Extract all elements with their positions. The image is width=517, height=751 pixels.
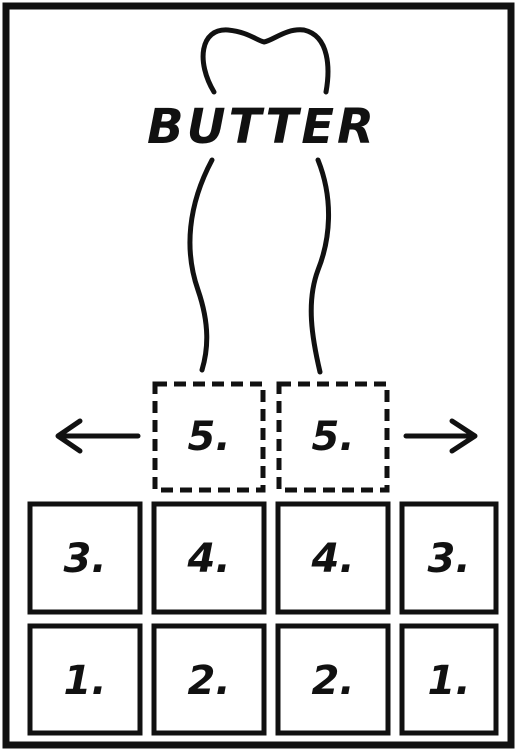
middle-label-2: 4. xyxy=(186,536,230,582)
bottom-label-1: 1. xyxy=(63,658,106,704)
bottom-label-2: 2. xyxy=(187,658,230,704)
bottom-label-3: 2. xyxy=(311,658,354,704)
middle-label-4: 3. xyxy=(427,536,470,582)
diagram-title: BUTTER xyxy=(147,99,377,155)
middle-label-1: 3. xyxy=(63,536,106,582)
middle-label-3: 4. xyxy=(310,536,354,582)
bottom-label-4: 1. xyxy=(427,658,470,704)
top-label-2: 5. xyxy=(311,414,354,460)
top-label-1: 5. xyxy=(187,414,230,460)
